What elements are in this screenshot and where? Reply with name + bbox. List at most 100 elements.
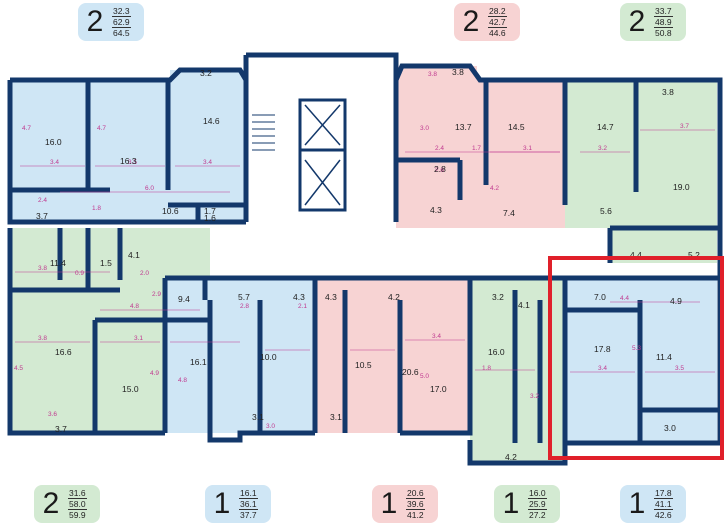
dim-label: 3.5 bbox=[675, 365, 684, 372]
rooms-count: 2 bbox=[42, 487, 60, 520]
room-area: 19.0 bbox=[673, 182, 690, 192]
total-area-balcony: 50.8 bbox=[655, 28, 672, 38]
dim-label: 3.2 bbox=[530, 393, 539, 400]
room-area: 7.0 bbox=[594, 292, 606, 302]
living-area: 16.1 bbox=[239, 488, 258, 499]
apartment-top-middle-kitchen bbox=[395, 66, 477, 86]
room-area: 16.0 bbox=[488, 347, 505, 357]
dim-label: 5.0 bbox=[420, 373, 429, 380]
apartment-second-bottom bbox=[165, 278, 317, 433]
elevator-shafts bbox=[304, 104, 341, 206]
apartment-badge-bottom-4[interactable]: 1 16.0 25.9 27.2 bbox=[494, 485, 560, 523]
dim-label: 4.8 bbox=[130, 303, 139, 310]
selected-apartment-highlight bbox=[548, 256, 724, 460]
dim-label: 6.0 bbox=[145, 185, 154, 192]
room-area: 16.0 bbox=[45, 137, 62, 147]
room-area-labels: 16.0 16.3 14.6 3.2 10.6 3.7 1.7 1.6 13.7… bbox=[36, 67, 700, 462]
dim-label: 5.3 bbox=[632, 345, 641, 352]
rooms-count: 1 bbox=[380, 487, 398, 520]
total-area-balcony: 44.6 bbox=[489, 28, 506, 38]
room-area: 3.1 bbox=[252, 412, 264, 422]
apartment-badge-bottom-3[interactable]: 1 20.6 39.6 41.2 bbox=[372, 485, 438, 523]
room-area: 4.3 bbox=[430, 205, 442, 215]
apartment-top-left bbox=[10, 80, 246, 222]
dim-label: 4.5 bbox=[14, 365, 23, 372]
apartment-badge-top-1[interactable]: 2 32.3 62.9 64.5 bbox=[78, 3, 144, 41]
room-area: 5.2 bbox=[688, 250, 700, 260]
room-area: 4.3 bbox=[325, 292, 337, 302]
room-area: 1.7 bbox=[204, 206, 216, 216]
living-area: 16.0 bbox=[528, 488, 547, 499]
dim-label: 3.6 bbox=[48, 411, 57, 418]
total-area-balcony: 64.5 bbox=[113, 28, 130, 38]
room-area: 5.6 bbox=[600, 206, 612, 216]
dim-label: 2.9 bbox=[152, 291, 161, 298]
living-area: 31.6 bbox=[68, 488, 87, 499]
dim-label: 3.4 bbox=[432, 333, 441, 340]
apartment-third-bottom bbox=[315, 278, 475, 433]
total-area-balcony: 59.9 bbox=[69, 510, 86, 520]
room-area: 1.6 bbox=[204, 213, 216, 223]
apartment-badge-top-3[interactable]: 2 33.7 48.9 50.8 bbox=[620, 3, 686, 41]
dim-label: 2.0 bbox=[140, 270, 149, 277]
total-area: 62.9 bbox=[112, 17, 131, 28]
dim-label: 1.8 bbox=[92, 205, 101, 212]
room-area: 3.8 bbox=[452, 67, 464, 77]
stairs bbox=[252, 114, 275, 151]
dimension-labels: 3.4 3.5 3.4 6.0 4.7 4.7 2.4 1.8 3.0 2.4 … bbox=[14, 71, 689, 430]
apartment-badge-bottom-1[interactable]: 2 31.6 58.0 59.9 bbox=[34, 485, 100, 523]
room-area: 3.7 bbox=[55, 424, 67, 434]
dim-label: 3.8 bbox=[38, 265, 47, 272]
dim-label: 3.0 bbox=[266, 423, 275, 430]
room-area: 11.4 bbox=[50, 258, 66, 268]
dim-label: 2.1 bbox=[298, 303, 307, 310]
apartment-badge-top-2[interactable]: 2 28.2 42.7 44.6 bbox=[454, 3, 520, 41]
room-area: 3.1 bbox=[330, 412, 342, 422]
apartment-top-middle bbox=[395, 80, 567, 228]
living-area: 20.6 bbox=[406, 488, 425, 499]
room-area: 3.2 bbox=[200, 68, 212, 78]
room-area: 20.6 bbox=[402, 367, 419, 377]
total-area: 42.7 bbox=[488, 17, 507, 28]
rooms-count: 2 bbox=[86, 5, 104, 38]
dim-label: 4.2 bbox=[490, 185, 499, 192]
living-area: 32.3 bbox=[112, 6, 131, 17]
dim-label: 3.4 bbox=[598, 365, 607, 372]
total-area: 36.1 bbox=[239, 499, 258, 510]
room-area: 11.4 bbox=[656, 352, 672, 362]
room-area: 4.1 bbox=[128, 250, 140, 260]
room-area: 17.8 bbox=[594, 344, 611, 354]
dim-label: 3.8 bbox=[428, 71, 437, 78]
living-area: 28.2 bbox=[488, 6, 507, 17]
room-area: 4.2 bbox=[388, 292, 400, 302]
apartment-badge-bottom-2[interactable]: 1 16.1 36.1 37.7 bbox=[205, 485, 271, 523]
room-area: 3.0 bbox=[664, 423, 676, 433]
apartment-badge-bottom-5[interactable]: 1 17.8 41.1 42.6 bbox=[620, 485, 686, 523]
dim-label: 4.4 bbox=[620, 295, 629, 302]
living-area: 17.8 bbox=[654, 488, 673, 499]
room-area: 16.1 bbox=[190, 357, 207, 367]
dim-label: 2.8 bbox=[240, 303, 249, 310]
room-area: 13.7 bbox=[455, 122, 472, 132]
room-area: 17.0 bbox=[430, 384, 447, 394]
total-area: 48.9 bbox=[654, 17, 673, 28]
dim-label: 3.8 bbox=[38, 335, 47, 342]
dim-label: 3.5 bbox=[128, 159, 137, 166]
dim-label: 0.9 bbox=[75, 270, 84, 277]
room-area: 16.6 bbox=[55, 347, 72, 357]
room-area: 4.2 bbox=[505, 452, 517, 462]
room-area: 1.5 bbox=[100, 258, 112, 268]
dim-label: 1.8 bbox=[482, 365, 491, 372]
total-area-balcony: 27.2 bbox=[529, 510, 546, 520]
room-area: 14.5 bbox=[508, 122, 525, 132]
room-area: 5.7 bbox=[238, 292, 250, 302]
dim-label: 4.7 bbox=[97, 125, 106, 132]
room-area: 10.5 bbox=[355, 360, 372, 370]
total-area-balcony: 37.7 bbox=[240, 510, 257, 520]
total-area-balcony: 41.2 bbox=[407, 510, 424, 520]
room-area: 10.6 bbox=[162, 206, 179, 216]
dim-label: 2.6 bbox=[435, 167, 444, 174]
rooms-count: 2 bbox=[628, 5, 646, 38]
room-area: 14.7 bbox=[597, 122, 614, 132]
